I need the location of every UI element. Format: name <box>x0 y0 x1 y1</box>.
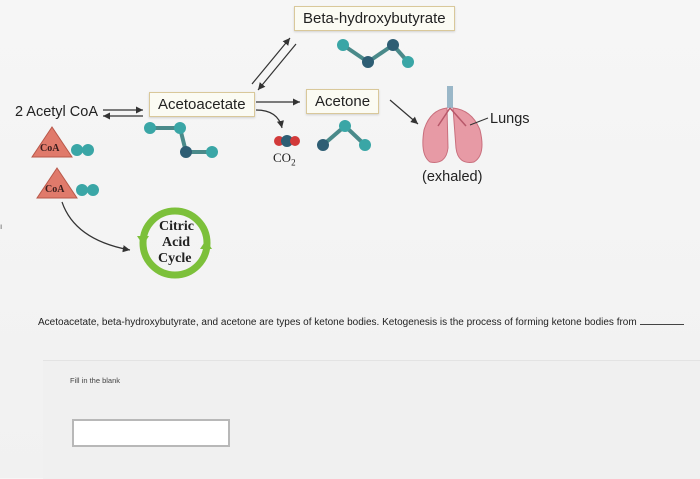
label-coa-1: CoA <box>40 143 60 154</box>
label-citric-line1: Citric <box>159 219 194 234</box>
label-citric-line3: Cycle <box>158 251 192 266</box>
answer-input[interactable] <box>72 419 230 447</box>
label-lungs: Lungs <box>490 111 530 127</box>
coa-triangle-2 <box>36 167 99 199</box>
equilibrium-arrow-acetyl-acetoacetate <box>103 106 143 120</box>
co2-subscript: 2 <box>291 157 296 168</box>
lungs-icon <box>422 86 483 163</box>
co2-molecule <box>274 135 300 147</box>
beta-hydroxybutyrate-molecule <box>337 39 414 68</box>
label-exhaled: (exhaled) <box>422 169 483 185</box>
arrow-to-citric-cycle <box>61 201 131 253</box>
acetoacetate-molecule <box>144 122 218 158</box>
label-acetoacetate: Acetoacetate <box>149 92 255 117</box>
inline-blank-line <box>639 324 684 325</box>
equilibrium-arrow-beta <box>251 37 297 91</box>
label-beta-hydroxybutyrate: Beta-hydroxybutyrate <box>294 6 455 31</box>
coa-triangle-1 <box>31 126 94 158</box>
label-citric-line2: Acid <box>162 235 190 250</box>
fill-in-blank-label: Fill in the blank <box>70 376 121 385</box>
label-acetone: Acetone <box>306 89 380 114</box>
co2-text: CO <box>273 150 292 165</box>
arrow-to-lungs <box>389 99 419 125</box>
lungs-pointer <box>469 117 489 126</box>
citric-acid-cycle-icon <box>137 207 212 279</box>
ketogenesis-diagram: Beta-hydroxybutyrate 2 Acetyl CoA Acetoa… <box>15 6 530 279</box>
diagram-graphics <box>31 37 489 279</box>
label-coa-2: CoA <box>45 184 65 195</box>
question-sentence: Acetoacetate, beta-hydroxybutyrate, and … <box>38 317 637 328</box>
left-edge-mark: ı <box>0 222 3 231</box>
acetone-molecule <box>317 120 371 151</box>
arrow-to-co2 <box>255 109 284 129</box>
label-acetyl-coa: 2 Acetyl CoA <box>15 104 99 120</box>
label-co2: CO2 <box>273 150 296 168</box>
question-text: Acetoacetate, beta-hydroxybutyrate, and … <box>38 317 684 328</box>
